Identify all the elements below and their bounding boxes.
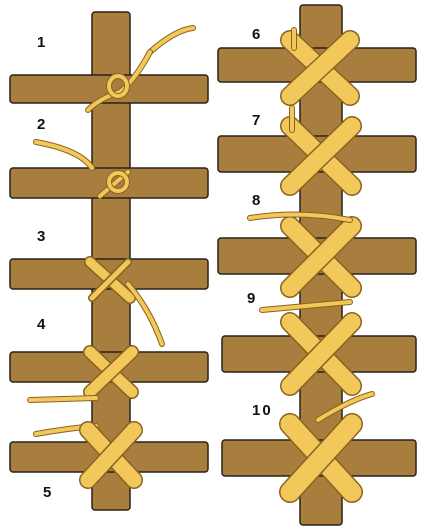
- step-label-2: 2: [37, 116, 47, 133]
- step-label-1: 1: [37, 34, 47, 51]
- step-label-4: 4: [37, 316, 47, 333]
- step-label-8: 8: [252, 192, 262, 209]
- left-column: [10, 12, 208, 510]
- step-label-7: 7: [252, 112, 262, 129]
- step-label-6: 6: [252, 26, 262, 43]
- step-label-10: 10: [252, 402, 273, 419]
- right-column: [218, 5, 416, 525]
- step-label-9: 9: [247, 290, 257, 307]
- step-label-3: 3: [37, 228, 47, 245]
- step-label-5: 5: [43, 484, 53, 501]
